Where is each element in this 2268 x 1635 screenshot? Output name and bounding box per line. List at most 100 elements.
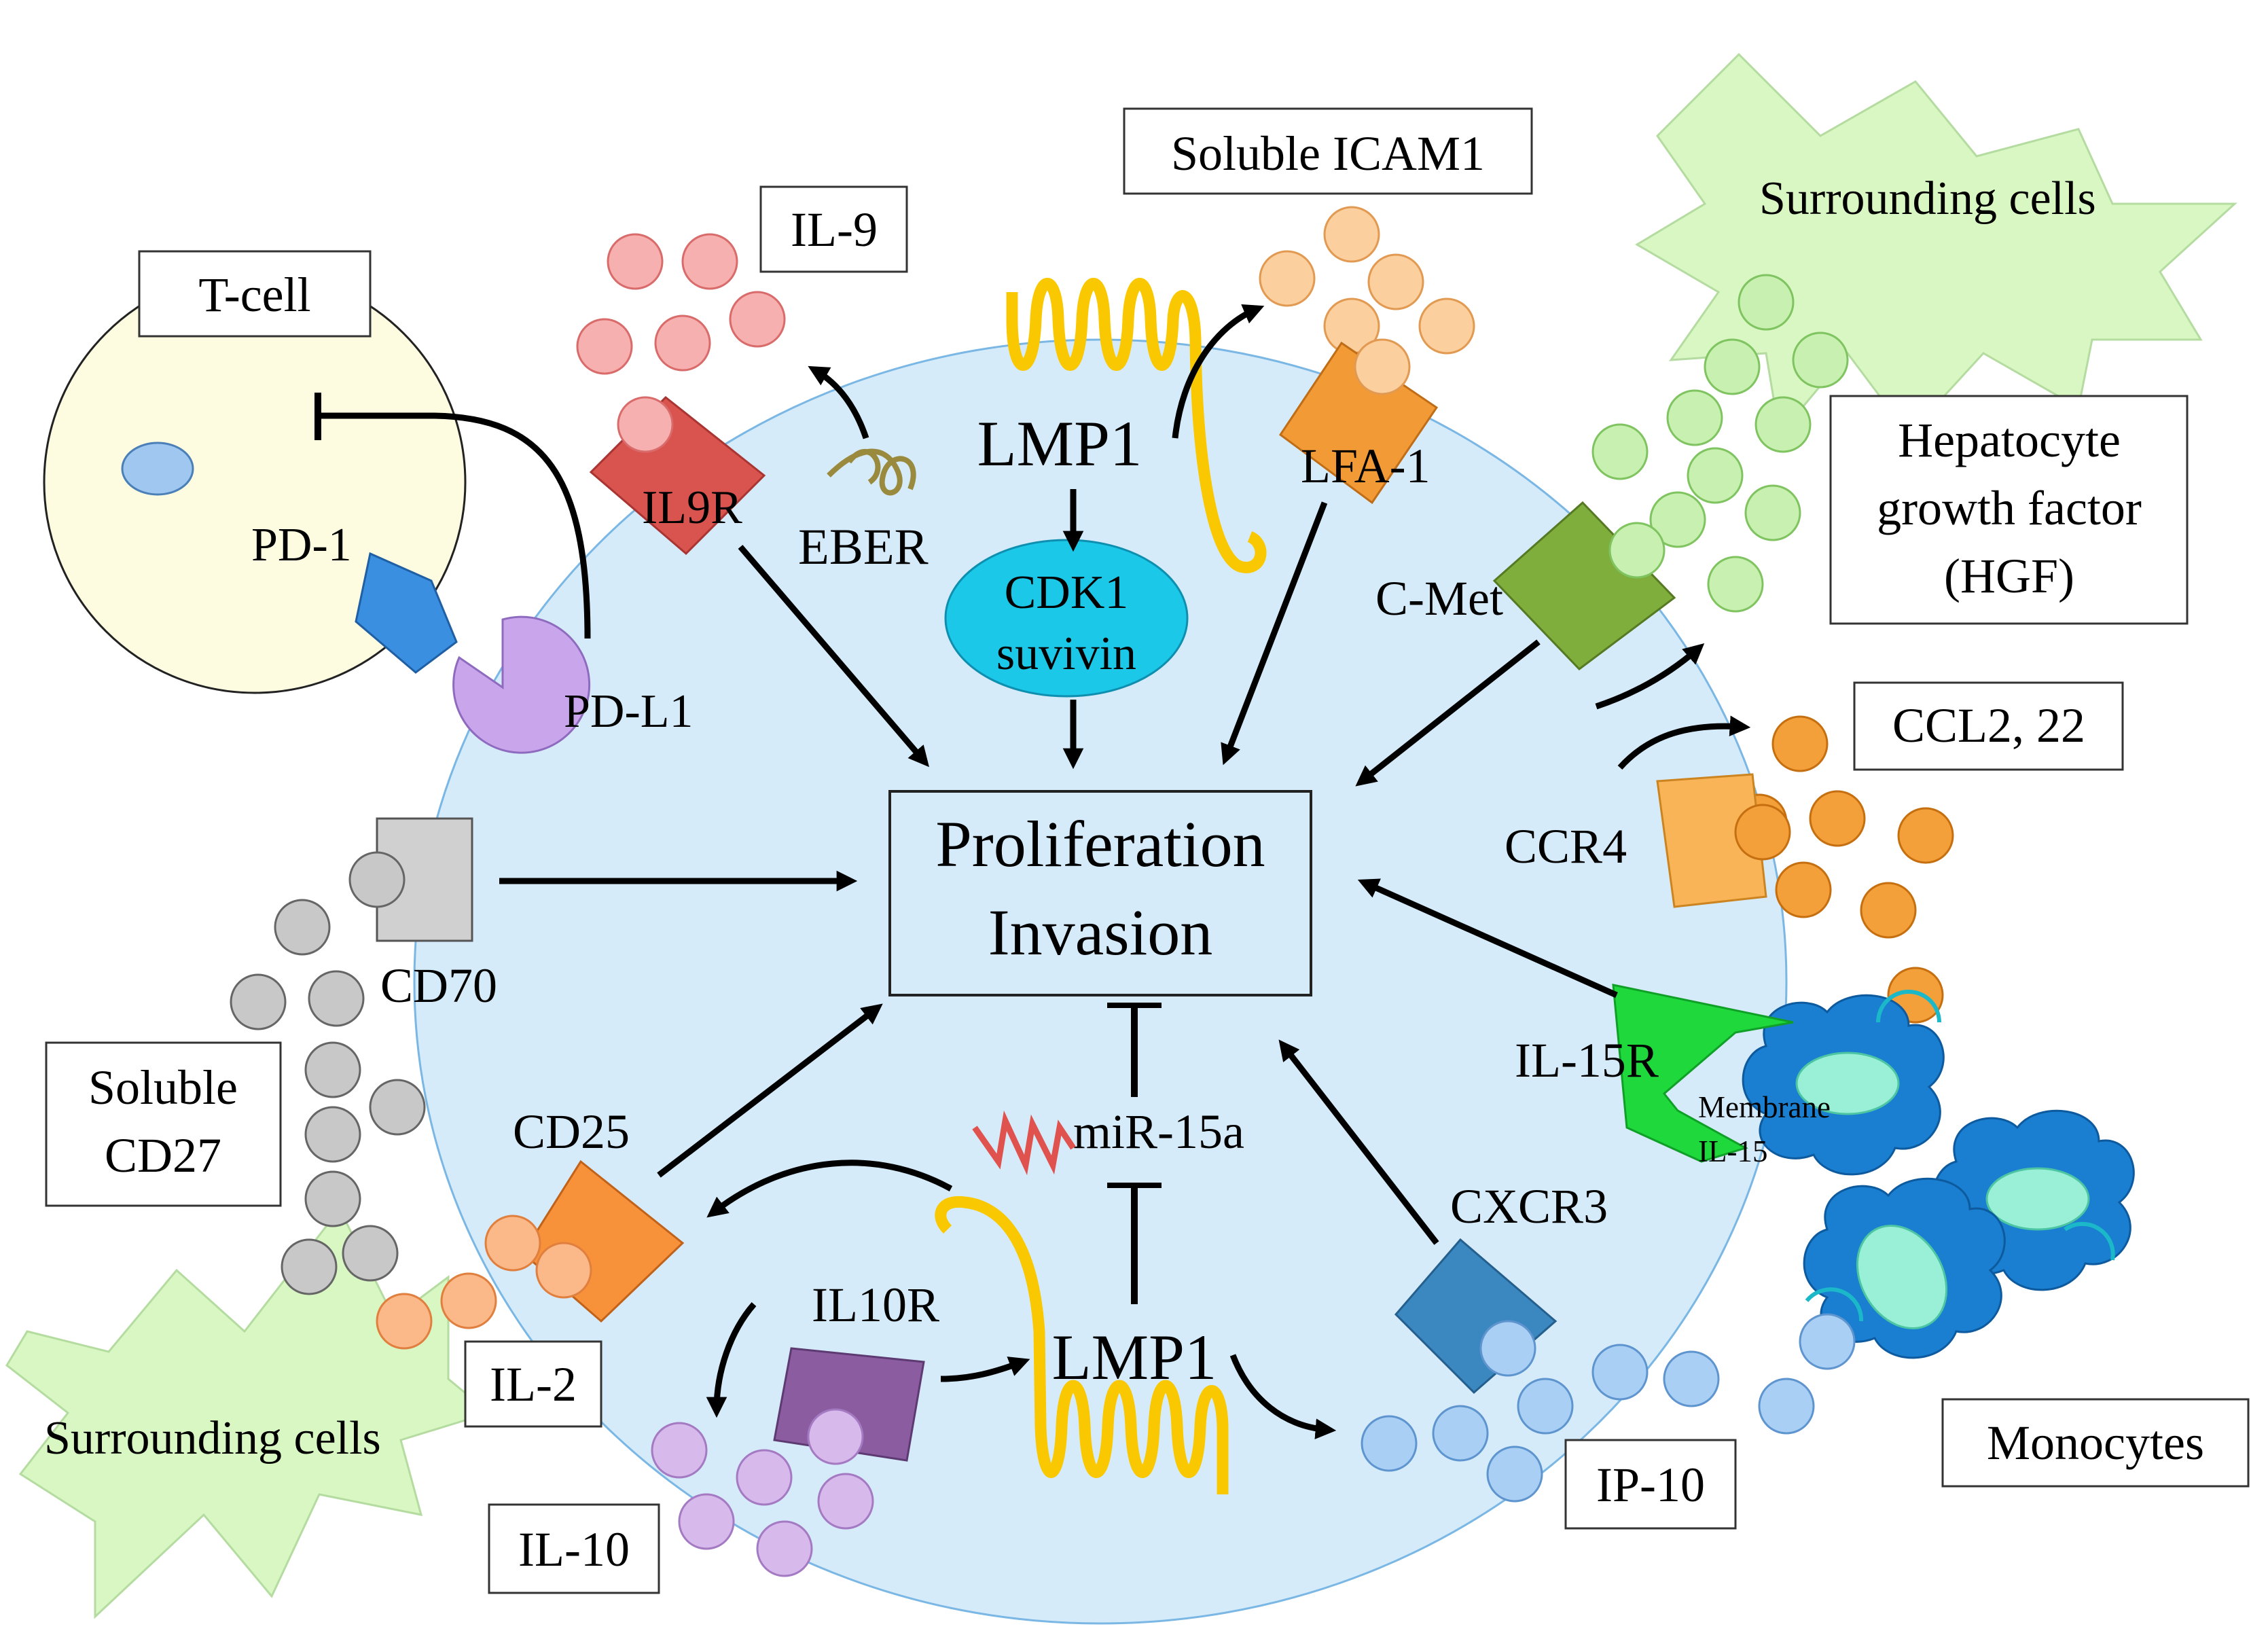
hgf-label-box bbox=[1829, 395, 2189, 625]
il2-label-box bbox=[464, 1340, 602, 1428]
ip10-molecule bbox=[1663, 1350, 1720, 1407]
ip10-molecule bbox=[1591, 1344, 1649, 1401]
t-cell-nucleus bbox=[121, 442, 194, 496]
il2-molecule bbox=[535, 1242, 592, 1299]
hgf-molecule bbox=[1704, 338, 1761, 395]
il15r-receptor-shape bbox=[1612, 984, 1794, 1163]
cd27-molecule bbox=[369, 1079, 426, 1136]
hgf-molecule bbox=[1792, 331, 1849, 389]
eber-rna-squiggle bbox=[827, 448, 916, 496]
cd70-label: CD70 bbox=[380, 958, 497, 1013]
il10-molecule bbox=[817, 1473, 874, 1530]
hgf-label-line2: growth factor bbox=[1877, 481, 2142, 535]
monocytes-label-box bbox=[1941, 1398, 2250, 1488]
cd27-molecule bbox=[304, 1106, 361, 1163]
monocyte-cells bbox=[1742, 994, 2135, 1359]
hgf-molecule bbox=[1591, 423, 1649, 480]
monocyte-cell bbox=[1742, 994, 1945, 1176]
t-cell-label: T-cell bbox=[198, 268, 310, 322]
monocyte-cell bbox=[1803, 1177, 2006, 1359]
cd27-molecule bbox=[274, 899, 331, 956]
icam1-molecules bbox=[1259, 206, 1475, 355]
ccr4-to-ccl-arrow bbox=[1617, 715, 1751, 770]
il10-molecule bbox=[807, 1408, 864, 1465]
il10-molecule bbox=[651, 1422, 708, 1479]
ccr4-label: CCR4 bbox=[1505, 819, 1627, 874]
membrane-il15-label-line2: IL-15 bbox=[1698, 1134, 1767, 1168]
ip10-label: IP-10 bbox=[1596, 1458, 1705, 1512]
lmp1-to-ip10-arrow bbox=[1229, 1354, 1337, 1439]
hgf-molecule bbox=[1738, 274, 1795, 331]
il10-molecule bbox=[756, 1520, 813, 1577]
il9-molecule bbox=[729, 291, 786, 348]
pdl1-ligand-shape bbox=[452, 615, 591, 754]
ip10-molecule bbox=[1479, 1320, 1536, 1377]
proliferation-label: Proliferation bbox=[935, 808, 1265, 880]
cd27-molecule bbox=[230, 973, 287, 1030]
il9r-to-proliferation-arrow bbox=[738, 545, 929, 768]
cmet-to-proliferation-arrow bbox=[1355, 639, 1541, 787]
il2-molecule bbox=[484, 1215, 541, 1272]
ccl-molecule bbox=[1860, 882, 1917, 939]
il2-molecules bbox=[376, 1215, 592, 1350]
cmet-to-hgf-arrow bbox=[1595, 643, 1705, 710]
surrounding-cells-bottom-burst bbox=[5, 1207, 492, 1619]
ip10-molecules bbox=[1361, 1313, 1856, 1503]
soluble-cd27-label-line1: Soluble bbox=[88, 1060, 238, 1115]
icam1-molecule bbox=[1259, 250, 1316, 307]
lfa1-label: LFA-1 bbox=[1301, 439, 1430, 493]
survivin-label: suvivin bbox=[996, 628, 1136, 680]
hgf-molecule bbox=[1649, 491, 1706, 548]
il10-label-box bbox=[488, 1503, 660, 1594]
pdl1-label: PD-L1 bbox=[564, 685, 694, 738]
soluble-cd27-molecules bbox=[230, 899, 426, 1295]
il2-label: IL-2 bbox=[490, 1357, 577, 1412]
ccl-molecule bbox=[1771, 715, 1829, 772]
proliferation-invasion-box bbox=[888, 790, 1312, 996]
ccl-molecule bbox=[1897, 807, 1954, 864]
pd1-receptor-shape bbox=[355, 552, 458, 674]
ip10-molecule bbox=[1799, 1313, 1856, 1370]
ccl-bound-molecule bbox=[1734, 804, 1791, 861]
ccl-label: CCL2, 22 bbox=[1892, 698, 2085, 753]
il10-molecule bbox=[736, 1449, 793, 1506]
icam1-molecule bbox=[1367, 253, 1424, 310]
il9-bound-molecule bbox=[617, 396, 674, 453]
il9-molecule bbox=[654, 315, 711, 372]
soluble-icam1-label-box bbox=[1123, 107, 1533, 195]
invasion-label: Invasion bbox=[988, 896, 1213, 969]
lmp1-bottom-transmembrane-shape bbox=[935, 1196, 1229, 1494]
hgf-bound-molecule bbox=[1608, 522, 1666, 579]
ip10-label-box bbox=[1564, 1439, 1737, 1530]
hgf-molecules bbox=[1591, 274, 1849, 613]
lmp1-bottom-label: LMP1 bbox=[1052, 1321, 1217, 1393]
hgf-molecule bbox=[1687, 447, 1744, 504]
soluble-icam1-label: Soluble ICAM1 bbox=[1171, 126, 1485, 181]
monocyte-receptor-arc bbox=[1805, 1287, 1864, 1322]
surrounding-cells-top-label: Surrounding cells bbox=[1759, 173, 2096, 225]
cd27-molecule bbox=[281, 1238, 338, 1295]
il15r-label: IL-15R bbox=[1515, 1033, 1659, 1088]
il9r-label: IL9R bbox=[642, 482, 742, 534]
soluble-cd27-label-line2: CD27 bbox=[105, 1128, 221, 1183]
il10-molecules bbox=[651, 1408, 874, 1577]
il10-molecule bbox=[678, 1493, 735, 1550]
icam1-molecule bbox=[1418, 298, 1475, 355]
il9-molecule bbox=[576, 318, 633, 375]
il9-molecules bbox=[576, 233, 786, 375]
il9-label: IL-9 bbox=[791, 202, 878, 257]
surrounding-cells-top-burst bbox=[1635, 52, 2237, 437]
il10r-to-lmp1-arrow bbox=[940, 1356, 1030, 1382]
icam1-molecule bbox=[1323, 206, 1380, 263]
il9-molecule bbox=[681, 233, 738, 290]
monocytes-label: Monocytes bbox=[1987, 1416, 2204, 1470]
cxcr3-label: CXCR3 bbox=[1450, 1179, 1608, 1234]
ip10-molecule bbox=[1758, 1378, 1815, 1435]
eber-label: EBER bbox=[798, 519, 929, 575]
ccl-label-box bbox=[1853, 681, 2124, 771]
cd27-bound-molecule bbox=[348, 851, 406, 908]
hgf-molecule bbox=[1666, 389, 1723, 446]
cdk1-label: CDK1 bbox=[1005, 567, 1129, 619]
hgf-molecule bbox=[1754, 396, 1812, 453]
ip10-molecule bbox=[1486, 1445, 1543, 1503]
